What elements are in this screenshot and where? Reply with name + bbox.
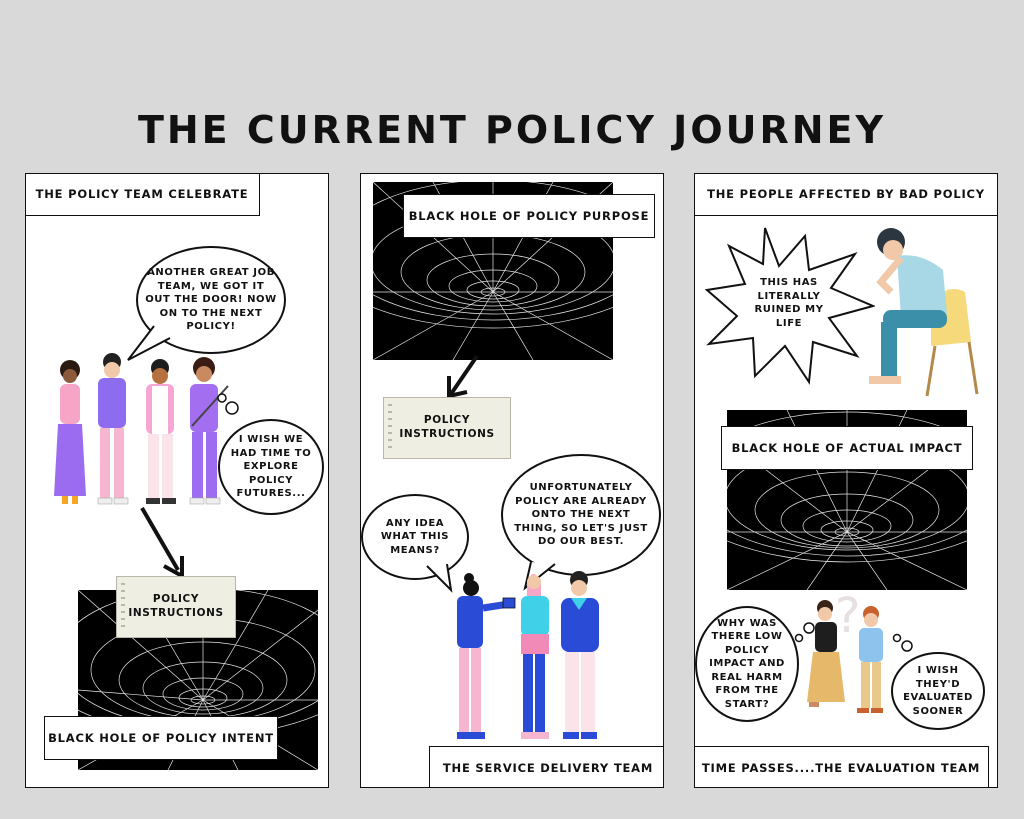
thought-bubble-why-low-impact: WHY WAS THERE LOW POLICY IMPACT AND REAL… — [695, 606, 799, 722]
caption-policy-team-celebrate: THE POLICY TEAM CELEBRATE — [26, 174, 260, 216]
speech-bubble-any-idea: ANY IDEA WHAT THIS MEANS? — [361, 494, 469, 580]
thought-dots-right — [892, 633, 913, 652]
caption-people-affected: THE PEOPLE AFFECTED BY BAD POLICY — [695, 174, 997, 216]
svg-text:?: ? — [835, 592, 860, 644]
caption-service-delivery-team: THE SERVICE DELIVERY TEAM — [429, 746, 663, 787]
policy-instructions-note: POLICY INSTRUCTIONS — [116, 576, 236, 638]
speech-tail — [127, 325, 171, 361]
page-title: THE CURRENT POLICY JOURNEY — [137, 108, 887, 152]
thought-bubble-futures: I WISH WE HAD TIME TO EXPLORE POLICY FUT… — [218, 419, 324, 515]
shout-burst-shape — [705, 227, 875, 385]
thought-bubble-evaluated-sooner: I WISH THEY'D EVALUATED SOONER — [891, 652, 985, 730]
panel-policy-team: THE POLICY TEAM CELEBRATE ANOTHER GREAT … — [25, 173, 329, 788]
caption-black-hole-policy-purpose: BLACK HOLE OF POLICY PURPOSE — [403, 194, 655, 238]
shout-ruined-my-life: THIS HAS LITERALLY RUINED MY LIFE — [754, 277, 824, 329]
caption-black-hole-actual-impact: BLACK HOLE OF ACTUAL IMPACT — [721, 426, 973, 470]
thought-dots — [217, 393, 239, 415]
panel-service-delivery: BLACK HOLE OF POLICY PURPOSE POLICY INST… — [360, 173, 664, 788]
speech-tail-left — [426, 564, 453, 593]
policy-team-people-illustration — [54, 353, 229, 505]
arrow-down-left — [447, 354, 479, 399]
policy-instructions-note-2: POLICY INSTRUCTIONS — [383, 397, 511, 459]
caption-time-passes-evaluation-team: TIME PASSES....THE EVALUATION TEAM — [695, 746, 989, 787]
evaluation-team-people-illustration: ? — [807, 592, 883, 713]
thought-dots-left — [794, 622, 815, 643]
caption-black-hole-policy-intent: BLACK HOLE OF POLICY INTENT — [44, 716, 278, 760]
sad-person-on-chair-illustration — [869, 228, 979, 397]
arrow-down — [140, 506, 184, 580]
panel-people-affected: THE PEOPLE AFFECTED BY BAD POLICY THIS H… — [694, 173, 998, 788]
speech-bubble-unfortunately: UNFORTUNATELY POLICY ARE ALREADY ONTO TH… — [501, 454, 661, 576]
service-team-people-illustration — [457, 571, 599, 739]
